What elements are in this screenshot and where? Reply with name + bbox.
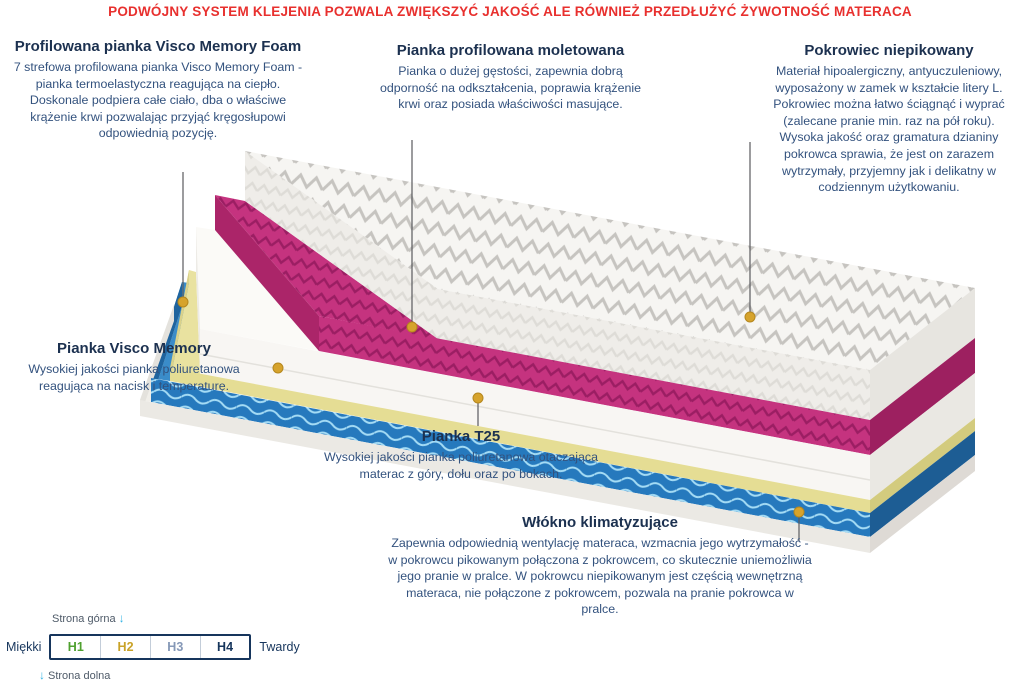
callout-molded-foam-title: Pianka profilowana moletowana bbox=[396, 42, 625, 59]
layer-pink-molded-foam-cut-face bbox=[215, 195, 319, 351]
hardness-bottom-side: ↓Strona dolna bbox=[36, 668, 110, 682]
callout-dot-cover bbox=[744, 311, 756, 323]
hardness-top-side: Strona górna↓ bbox=[52, 611, 128, 625]
callout-t25: Pianka T25 Wysokiej jakości pianka poliu… bbox=[300, 428, 622, 482]
callout-t25-body: Wysokiej jakości pianka poliuretanowa ot… bbox=[323, 450, 598, 481]
callout-cover: Pokrowiec niepikowany Materiał hipoalerg… bbox=[760, 42, 1018, 196]
layer-pink-molded-foam-front-face bbox=[319, 316, 870, 455]
callout-climate-fiber: Włókno klimatyzujące Zapewnia odpowiedni… bbox=[388, 514, 812, 618]
layer-white-visco-foam-top-face bbox=[196, 227, 319, 351]
callout-visco-memory: Pianka Visco Memory Wysokiej jakości pia… bbox=[8, 340, 260, 394]
gluing-system-banner: PODWÓJNY SYSTEM KLEJENIA POZWALA ZWIĘKSZ… bbox=[108, 4, 912, 19]
callout-cover-title: Pokrowiec niepikowany bbox=[804, 42, 974, 59]
hardness-level-h3: H3 bbox=[149, 636, 200, 658]
callout-visco-memory-body: Wysokiej jakości pianka poliuretanowa re… bbox=[28, 362, 240, 393]
callout-dot-molded bbox=[406, 321, 418, 333]
hardness-level-h2: H2 bbox=[100, 636, 150, 658]
callout-dot-visco bbox=[272, 362, 284, 374]
hardness-scale: Miękki H1 H2 H3 H4 Twardy bbox=[6, 634, 300, 660]
layer-yellow-foam-front-face bbox=[170, 368, 870, 513]
layer-bottom-foam-end-face bbox=[870, 455, 975, 553]
white-foam-seam-line bbox=[199, 353, 871, 481]
callout-molded-foam: Pianka profilowana moletowana Pianka o d… bbox=[368, 42, 653, 113]
callout-molded-foam-body: Pianka o dużej gęstości, zapewnia dobrą … bbox=[379, 64, 642, 112]
callout-visco-profiled-body: 7 strefowa profilowana pianka Visco Memo… bbox=[13, 60, 303, 141]
callout-dot-t25 bbox=[472, 392, 484, 404]
callout-climate-fiber-title: Włókno klimatyzujące bbox=[522, 514, 678, 531]
layer-white-visco-foam-front-face bbox=[200, 329, 870, 500]
layer-blue-fiber-cut-face bbox=[151, 282, 182, 402]
callout-dot-fiber bbox=[793, 506, 805, 518]
layer-top-zigzag-foam-front-face bbox=[438, 289, 870, 420]
callout-visco-memory-title: Pianka Visco Memory bbox=[57, 340, 211, 357]
callout-climate-fiber-body: Zapewnia odpowiednią wentylację materaca… bbox=[388, 536, 812, 617]
layer-blue-fiber-end-face bbox=[870, 431, 975, 537]
callout-cover-body: Materiał hipoalergiczny, antyuczuleniowy… bbox=[773, 64, 1005, 195]
layer-top-zigzag-foam-top-face bbox=[245, 151, 975, 370]
hardness-soft-label: Miękki bbox=[6, 640, 42, 654]
callout-t25-title: Pianka T25 bbox=[421, 428, 501, 445]
layer-white-visco-foam-end-face bbox=[870, 373, 975, 500]
layer-white-visco-foam-cut-face bbox=[196, 227, 200, 374]
callout-visco-profiled: Profilowana pianka Visco Memory Foam 7 s… bbox=[10, 38, 306, 142]
hardness-top-side-label: Strona górna bbox=[52, 613, 116, 625]
layer-yellow-foam-end-face bbox=[870, 418, 975, 513]
hardness-level-h1: H1 bbox=[67, 640, 84, 654]
layer-blue-fiber-front-face bbox=[151, 378, 870, 537]
hardness-hard-label: Twardy bbox=[259, 640, 300, 654]
layer-pink-molded-foam-top-face bbox=[215, 195, 438, 339]
layer-top-zigzag-foam-end-face bbox=[870, 288, 975, 420]
layer-bottom-foam-cut-face bbox=[140, 305, 174, 416]
callout-visco-profiled-title: Profilowana pianka Visco Memory Foam bbox=[14, 38, 302, 55]
layer-pink-molded-foam-end-face bbox=[870, 338, 975, 455]
hardness-scale-box: H1 H2 H3 H4 bbox=[49, 634, 252, 660]
hardness-bottom-side-label: Strona dolna bbox=[48, 670, 111, 682]
hardness-level-h4: H4 bbox=[199, 636, 250, 658]
arrow-down-icon: ↓ bbox=[39, 668, 45, 682]
arrow-down-icon: ↓ bbox=[118, 611, 125, 625]
layer-yellow-foam-top-face bbox=[170, 270, 200, 374]
layer-top-zigzag-foam-cut-face bbox=[245, 151, 438, 339]
callout-dot-visco-profiled bbox=[177, 296, 189, 308]
layer-bottom-foam-front-face bbox=[140, 400, 870, 553]
